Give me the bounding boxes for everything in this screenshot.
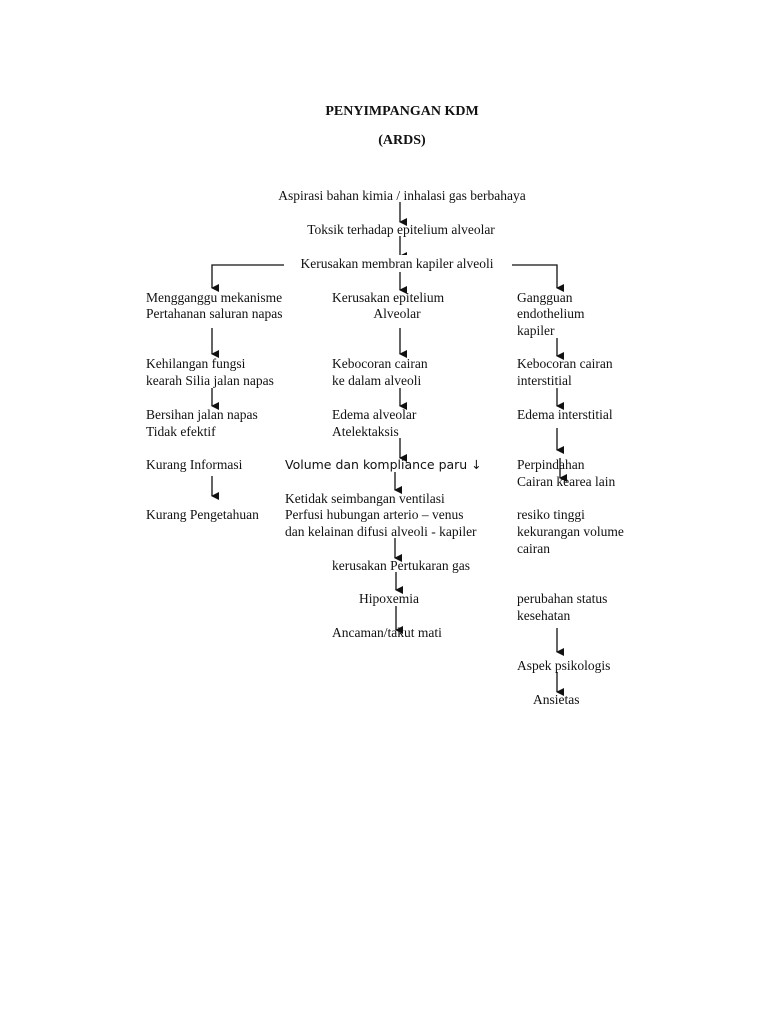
node-resiko-3: cairan (517, 541, 550, 556)
node-hipoxemia: Hipoxemia (359, 591, 419, 606)
node-gangguan-3: kapiler (517, 323, 555, 338)
node-kebocoran-alveoli-2: ke dalam alveoli (332, 373, 422, 388)
diagram-title: PENYIMPANGAN KDM (325, 104, 479, 119)
node-kurang-informasi: Kurang Informasi (146, 457, 243, 472)
node-kebocoran-interstitial-2: interstitial (517, 373, 572, 388)
node-kebocoran-interstitial-1: Kebocoran cairan (517, 356, 613, 371)
node-resiko-1: resiko tinggi (517, 507, 585, 522)
node-toksik: Toksik terhadap epitelium alveolar (307, 222, 495, 237)
node-ancaman: Ancaman/takut mati (332, 625, 442, 640)
node-ketidakseimbangan-2: Perfusi hubungan arterio – venus (285, 507, 464, 522)
node-perpindahan-2: Cairan kearea lain (517, 474, 616, 489)
node-ansietas: Ansietas (533, 692, 580, 707)
node-aspek-psikologis: Aspek psikologis (517, 658, 611, 673)
node-gangguan-2: endothelium (517, 306, 585, 321)
diagram-subtitle: (ARDS) (378, 133, 426, 148)
node-edema-alveolar: Edema alveolar (332, 407, 417, 422)
node-ketidakseimbangan-1: Ketidak seimbangan ventilasi (285, 491, 445, 506)
node-kebocoran-alveoli-1: Kebocoran cairan (332, 356, 428, 371)
node-ketidakseimbangan-3: dan kelainan difusi alveoli - kapiler (285, 524, 477, 539)
node-aspirasi: Aspirasi bahan kimia / inhalasi gas berb… (278, 188, 526, 203)
node-kehilangan-2: kearah Silia jalan napas (146, 373, 274, 388)
node-kurang-pengetahuan: Kurang Pengetahuan (146, 507, 259, 522)
node-bersihan-1: Bersihan jalan napas (146, 407, 258, 422)
node-kerusakan-membran: Kerusakan membran kapiler alveoli (298, 255, 496, 272)
node-kerusakan-epitelium: Kerusakan epitelium (332, 290, 445, 305)
node-kerusakan-pertukaran-gas: kerusakan Pertukaran gas (332, 558, 470, 573)
node-bersihan-2: Tidak efektif (146, 424, 216, 439)
node-perubahan-1: perubahan status (517, 591, 608, 606)
branch-left (211, 264, 284, 292)
node-gangguan-1: Gangguan (517, 290, 573, 305)
branch-right (512, 264, 564, 292)
node-volume-kompliance: Volume dan kompliance paru ↓ (285, 457, 482, 472)
node-perpindahan-1: Perpindahan (517, 457, 585, 472)
node-resiko-2: kekurangan volume (517, 524, 624, 539)
node-perubahan-2: kesehatan (517, 608, 571, 623)
node-mengganggu-1: Mengganggu mekanisme (146, 290, 283, 305)
node-atelektaksis: Atelektaksis (332, 424, 399, 439)
node-kehilangan-1: Kehilangan fungsi (146, 356, 246, 371)
node-mengganggu-2: Pertahanan saluran napas (146, 306, 283, 321)
node-edema-interstitial: Edema interstitial (517, 407, 613, 422)
node-kerusakan-epitelium-2: Alveolar (373, 306, 421, 321)
